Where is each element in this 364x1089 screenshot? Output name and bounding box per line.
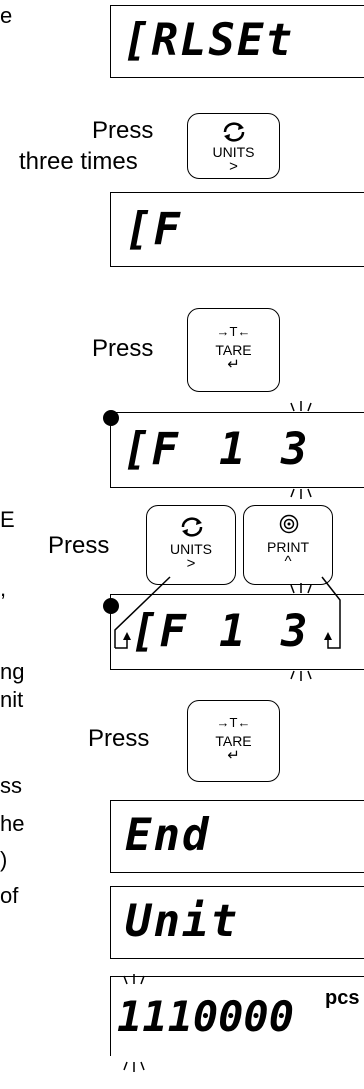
display-digit-mid: 1 (219, 424, 248, 475)
stable-dot-icon (103, 598, 119, 614)
display-text: Unit (125, 896, 239, 947)
print-key[interactable]: PRINT ^ (243, 505, 333, 585)
left-text-fragment: of (0, 883, 19, 908)
display-digit-right: 3 (281, 424, 310, 475)
press-label: Press (88, 725, 150, 752)
cycle-arrows-icon (181, 517, 203, 537)
display-text: End (125, 810, 211, 861)
left-text-fragment: ss (0, 773, 22, 798)
display-digits-left: [F (123, 424, 180, 475)
cycle-arrows-icon (223, 122, 245, 142)
lcd-display-calset: [RLSEt (110, 5, 364, 78)
enter-arrow-icon: ↵ (227, 356, 240, 373)
display-digits-left: [F (131, 606, 188, 657)
unit-pcs-label: pcs (325, 987, 360, 1009)
left-text-fragment: e (0, 3, 13, 28)
blink-rays-icon (290, 401, 312, 499)
print-key-label: PRINT (267, 539, 309, 555)
three-times-label: three times (19, 148, 138, 175)
enter-arrow-icon: ↵ (227, 747, 240, 764)
left-text-fragment: nit (0, 687, 24, 712)
lcd-display-unit: Unit (110, 886, 364, 959)
tare-key[interactable]: →T← TARE ↵ (187, 308, 280, 392)
left-text-fragment: ng (0, 659, 25, 684)
display-digit-mid: 1 (219, 606, 248, 657)
lcd-display-count: 1110000 pcs (110, 974, 364, 1072)
display-count-value: 1110000 (117, 992, 295, 1041)
print-target-icon (279, 514, 299, 534)
units-key[interactable]: UNITS > (187, 113, 280, 179)
display-text: [F (125, 204, 182, 255)
left-text-fragment: E (0, 507, 15, 532)
left-text-fragment: , (0, 576, 7, 601)
lcd-display-cf-edit: [F 1 3 (103, 583, 364, 681)
display-text: [RLSEt (123, 15, 294, 66)
tare-symbol: →T← (216, 324, 251, 339)
right-arrow-icon: > (229, 158, 238, 175)
press-label: Press (92, 335, 154, 362)
units-key-label: UNITS (170, 541, 212, 557)
press-label: Press (92, 117, 154, 144)
lcd-display-cf-value: [F 1 3 (103, 401, 364, 499)
left-text-fragment: ) (0, 847, 8, 872)
lcd-display-cf: [F (110, 192, 364, 267)
tare-key-label: TARE (215, 342, 252, 358)
up-arrow-icon: ^ (284, 553, 292, 570)
tare-symbol: →T← (216, 715, 251, 730)
left-text-fragment: he (0, 811, 25, 836)
blink-rays-icon (123, 974, 145, 1072)
display-digit-right: 3 (281, 606, 310, 657)
tare-key[interactable]: →T← TARE ↵ (187, 700, 280, 782)
press-label: Press (48, 532, 110, 559)
tare-key-label: TARE (215, 733, 252, 749)
units-key-label: UNITS (212, 144, 255, 160)
lcd-display-end: End (110, 800, 364, 873)
right-arrow-icon: > (186, 555, 196, 572)
blink-rays-icon (290, 583, 312, 681)
units-key[interactable]: UNITS > (146, 505, 236, 585)
stable-dot-icon (103, 410, 119, 426)
